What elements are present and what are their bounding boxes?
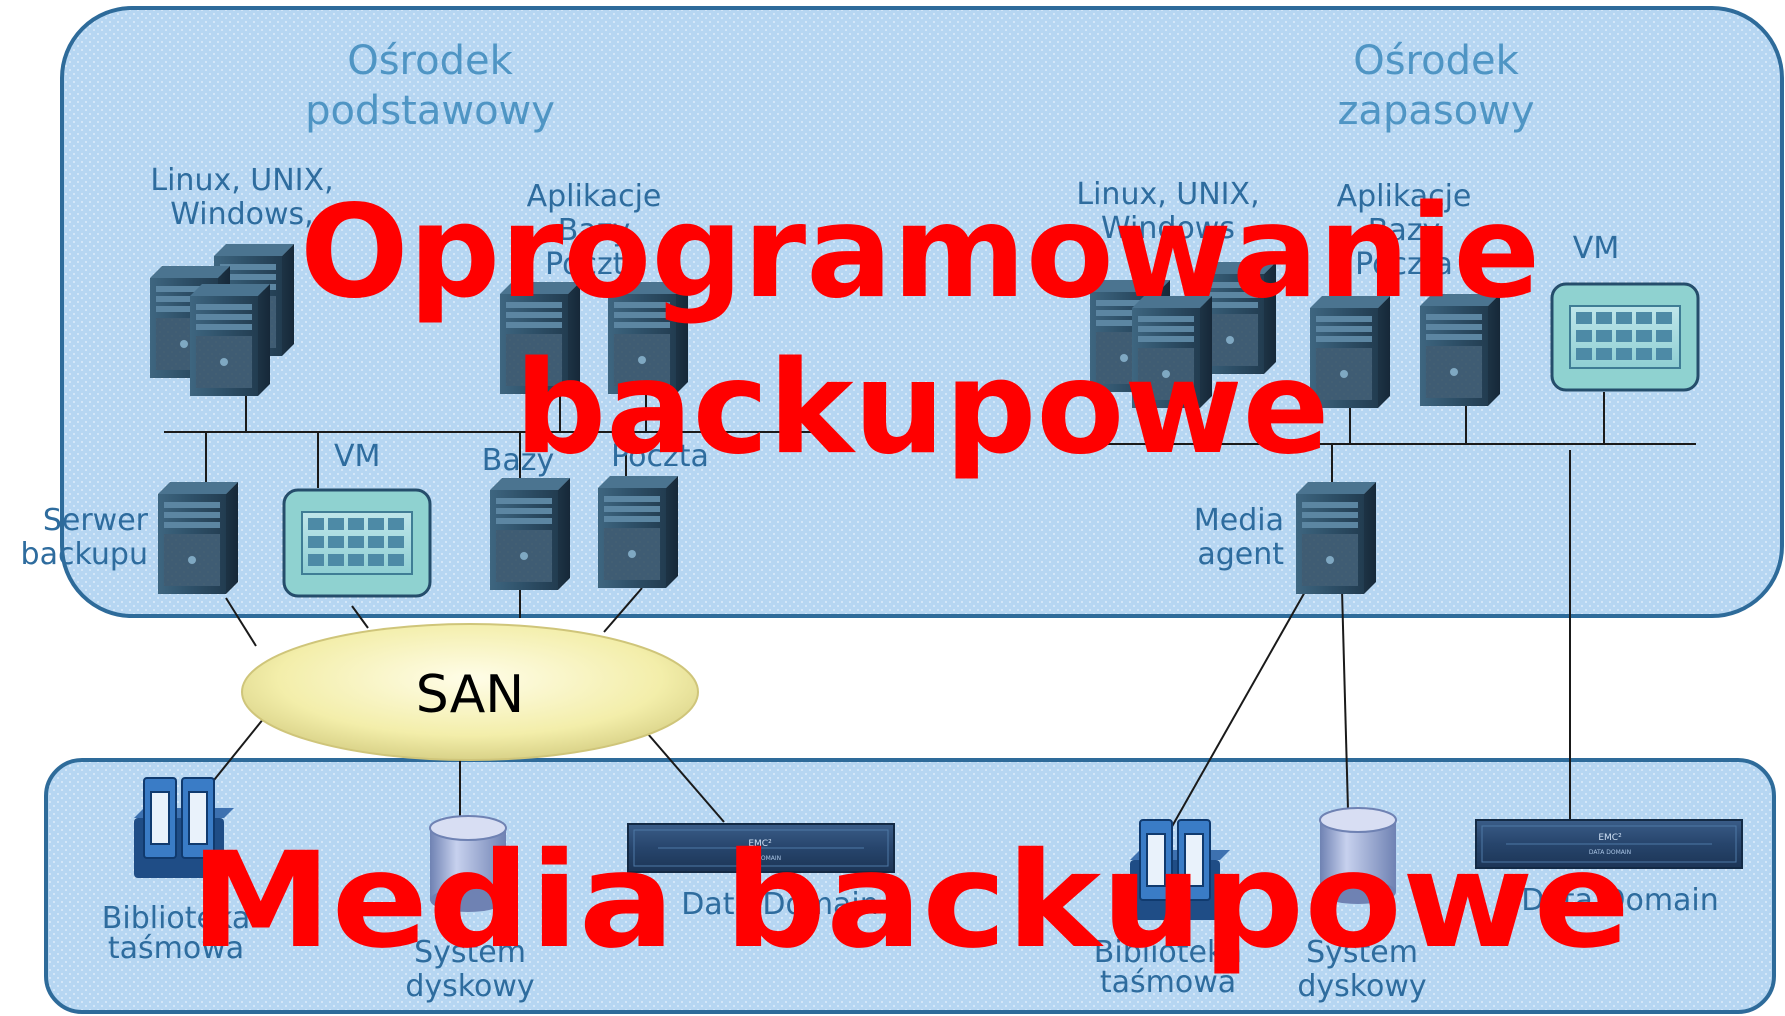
media-agent-server — [1296, 482, 1376, 594]
svg-text:EMC²: EMC² — [748, 839, 772, 849]
secondary-apps-label: Aplikacje Bazy Poczta — [1337, 179, 1472, 282]
svg-text:System: System — [1306, 935, 1418, 970]
tape-library-2-label: Biblioteka taśmowa — [1094, 935, 1242, 1000]
svg-text:Poczta: Poczta — [1355, 247, 1453, 282]
media-agent-label: Media agent — [1194, 503, 1284, 572]
backup-server — [158, 482, 238, 594]
sites-zone — [60, 6, 1784, 618]
overlay-software-line2: backupowe — [515, 334, 1330, 483]
secondary-vm-label: VM — [1573, 231, 1619, 266]
primary-site-title: Ośrodek podstawowy — [305, 38, 555, 134]
svg-text:Windows: Windows — [1101, 211, 1235, 246]
primary-db-label: Bazy — [482, 443, 554, 478]
svg-text:Windows,: Windows, — [170, 197, 313, 232]
svg-text:Poczta: Poczta — [545, 247, 643, 282]
primary-mail-label: Poczta — [611, 439, 709, 474]
svg-text:Biblioteka: Biblioteka — [1094, 935, 1242, 970]
svg-text:Linux, UNIX,: Linux, UNIX, — [150, 163, 333, 198]
primary-vm-label: VM — [334, 439, 380, 474]
primary-db-server — [490, 478, 570, 590]
primary-vm-box — [282, 488, 432, 598]
data-domain-2-badge: EMC² DATA DOMAIN — [1589, 833, 1631, 856]
svg-text:podstawowy: podstawowy — [305, 88, 555, 134]
secondary-site-title: Ośrodek zapasowy — [1337, 38, 1534, 134]
data-domain-1-badge: EMC² DATA DOMAIN — [739, 839, 781, 862]
svg-text:taśmowa: taśmowa — [108, 931, 244, 966]
svg-text:taśmowa: taśmowa — [1100, 965, 1236, 1000]
svg-text:backupu: backupu — [21, 537, 148, 572]
secondary-vm-box — [1550, 282, 1700, 392]
svg-text:Aplikacje: Aplikacje — [1337, 179, 1472, 214]
svg-text:Linux, UNIX,: Linux, UNIX, — [1076, 177, 1259, 212]
svg-text:DATA DOMAIN: DATA DOMAIN — [739, 855, 781, 862]
disk-system-1-label: System dyskowy — [405, 935, 534, 1004]
svg-text:Ośrodek: Ośrodek — [1353, 38, 1519, 84]
svg-text:DATA DOMAIN: DATA DOMAIN — [1589, 849, 1631, 856]
primary-servers-label: Linux, UNIX, Windows, — [150, 163, 333, 232]
data-domain-2-label: Data Domain — [1521, 883, 1719, 918]
san-cloud: SAN — [241, 623, 699, 761]
svg-text:dyskowy: dyskowy — [405, 969, 534, 1004]
svg-text:Media: Media — [1194, 503, 1284, 538]
svg-text:zapasowy: zapasowy — [1337, 88, 1534, 134]
svg-text:dyskowy: dyskowy — [1297, 969, 1426, 1004]
svg-text:SAN: SAN — [416, 665, 524, 725]
svg-text:Serwer: Serwer — [43, 503, 149, 538]
svg-text:System: System — [414, 935, 526, 970]
svg-text:Bazy: Bazy — [1368, 213, 1440, 248]
svg-text:Ośrodek: Ośrodek — [347, 38, 513, 84]
backup-server-label: Serwer backupu — [21, 503, 149, 572]
svg-text:Biblioteka: Biblioteka — [102, 901, 250, 936]
svg-text:Bazy: Bazy — [558, 213, 630, 248]
disk-system-2-label: System dyskowy — [1297, 935, 1426, 1004]
primary-mail-server — [598, 476, 678, 588]
svg-text:Aplikacje: Aplikacje — [527, 179, 662, 214]
svg-text:EMC²: EMC² — [1598, 833, 1622, 843]
network-lines — [164, 378, 1696, 831]
overlay-software-line1: Oprogramowanie — [300, 178, 1540, 327]
secondary-servers-label: Linux, UNIX, Windows — [1076, 177, 1259, 246]
tape-library-1-label: Biblioteka taśmowa — [102, 901, 250, 966]
overlay-media-title: Media backupowe — [190, 824, 1630, 978]
svg-text:agent: agent — [1197, 537, 1284, 572]
primary-apps-label: Aplikacje Bazy Poczta — [527, 179, 662, 282]
data-domain-1-label: Data Domain — [681, 887, 879, 922]
